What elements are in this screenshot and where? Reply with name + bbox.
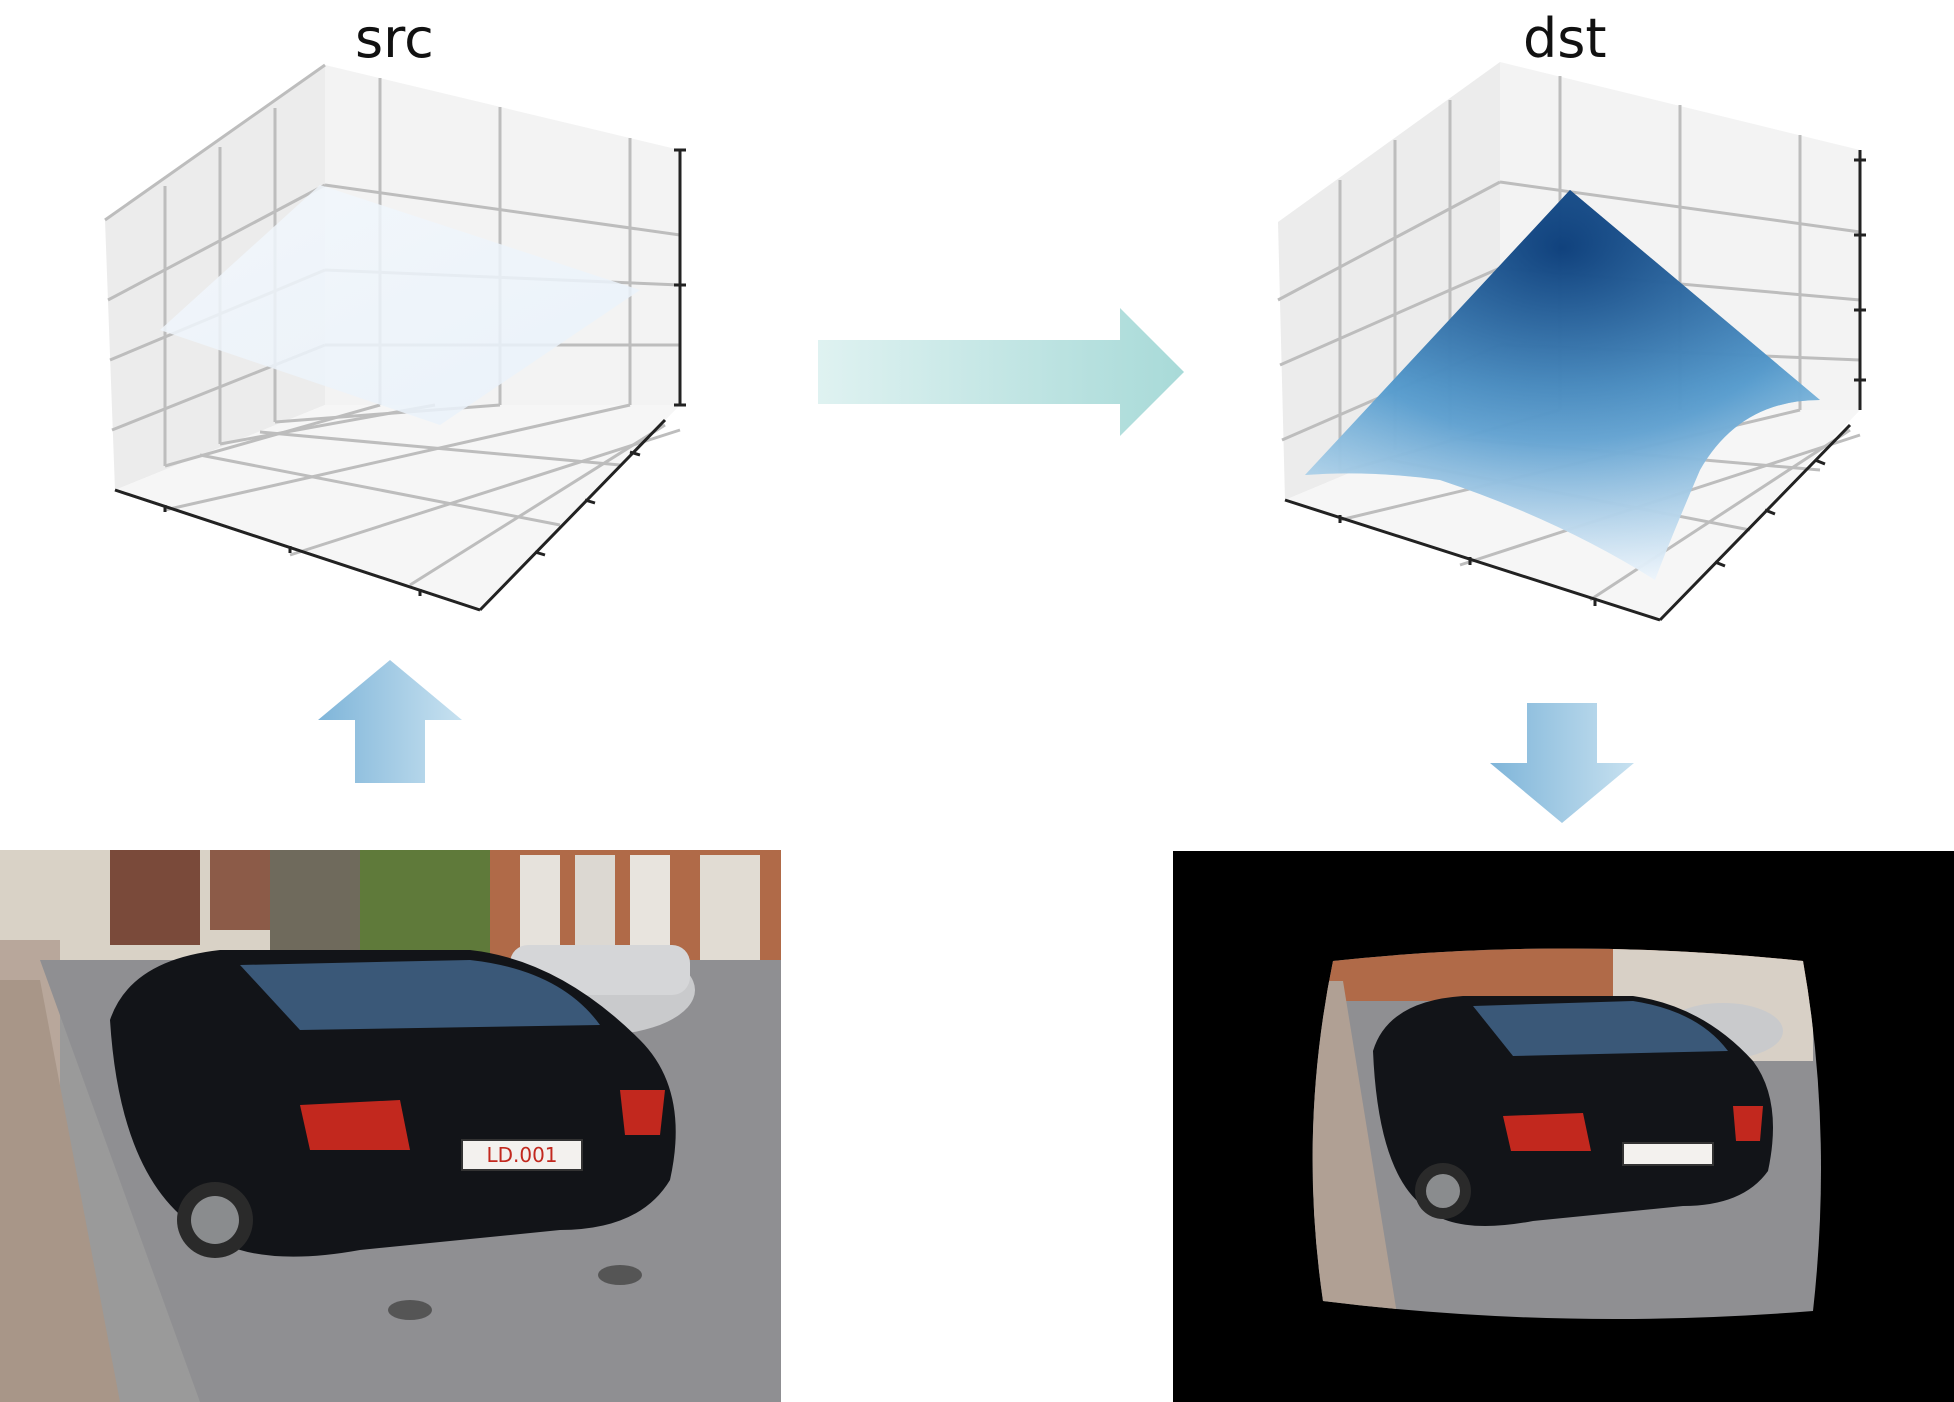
src-photo: LD.001 [0,850,781,1402]
src-surface [160,185,640,425]
src-plot: src [0,0,720,640]
arrow-right-icon [818,308,1184,436]
src-photo-drawing: LD.001 [0,850,781,1402]
src-license-plate: LD.001 [486,1143,557,1167]
dst-surface-shade [1305,190,1820,580]
src-axis-lines [114,148,686,612]
src-left-pane [105,65,325,490]
arrow-down-icon [1490,703,1634,823]
dst-title: dst [1523,7,1607,70]
arrow-up-icon [318,660,462,783]
src-axes-3d [104,63,686,612]
dst-axes-3d [1277,62,1866,622]
dst-photo [1173,851,1954,1402]
dst-axis-lines [1284,150,1866,622]
dst-plot: dst [1260,0,1954,640]
src-title: src [355,7,434,70]
dst-photo-drawing [1312,948,1822,1319]
